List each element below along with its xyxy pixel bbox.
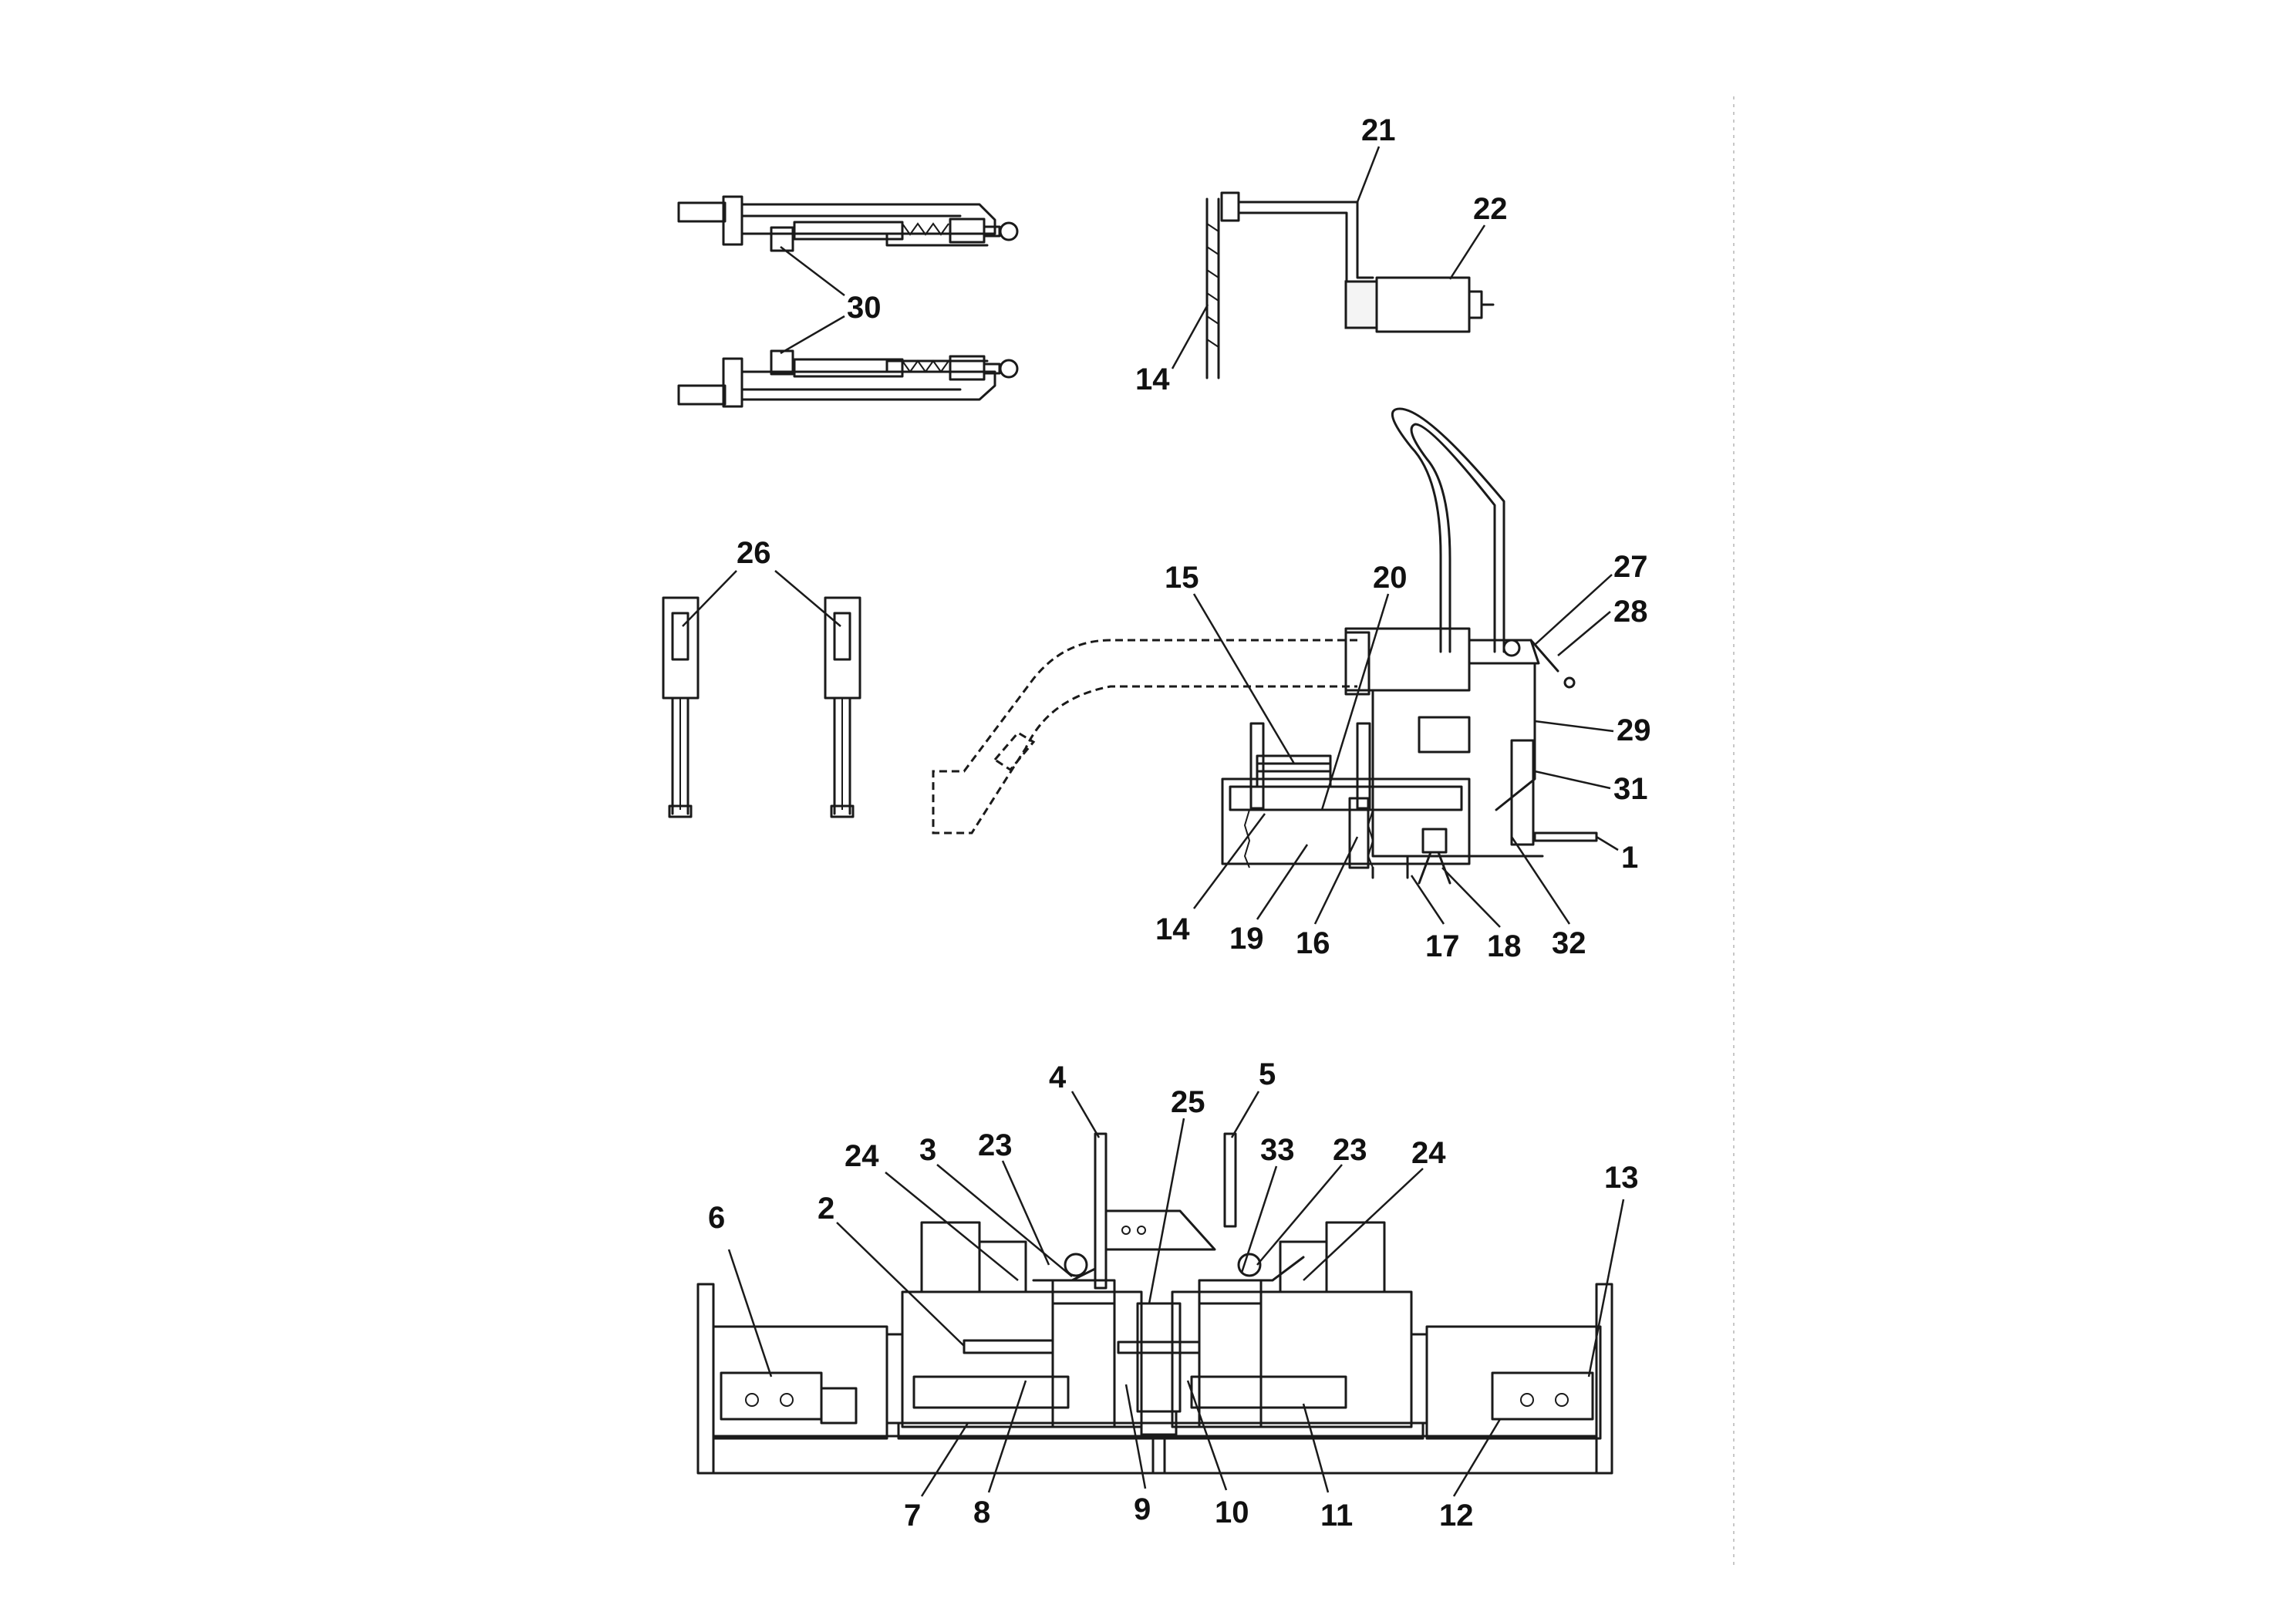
side-assembly: [932, 407, 1598, 885]
leader-6: [727, 1249, 773, 1378]
leader-24-left: [885, 1172, 1019, 1281]
callout-9: 9: [1134, 1492, 1151, 1526]
leader-23-left: [1001, 1160, 1050, 1266]
callout-33: 33: [1260, 1133, 1295, 1167]
leader-20: [1320, 593, 1390, 811]
callout-31: 31: [1613, 772, 1648, 806]
leader-18: [1441, 867, 1501, 928]
callout-15: 15: [1165, 561, 1199, 595]
leader-29: [1534, 720, 1614, 733]
callout-32: 32: [1552, 926, 1586, 960]
leader-11: [1302, 1403, 1330, 1493]
callout-14-mid: 14: [1155, 912, 1190, 946]
callout-5: 5: [1259, 1057, 1276, 1091]
arm-assembly-upper: [677, 195, 1019, 252]
leader-4: [1070, 1091, 1101, 1138]
leader-23-right: [1256, 1164, 1343, 1266]
main-machine: [696, 1132, 1613, 1475]
leader-22: [1448, 224, 1486, 280]
leader-28: [1557, 611, 1611, 656]
leader-10: [1186, 1380, 1228, 1491]
leader-16: [1313, 836, 1359, 925]
callout-20: 20: [1373, 561, 1408, 595]
callout-13: 13: [1604, 1161, 1639, 1195]
callout-14-top: 14: [1135, 363, 1170, 396]
callout-8: 8: [973, 1496, 990, 1529]
leader-24-right: [1303, 1168, 1424, 1281]
callout-21: 21: [1361, 113, 1396, 147]
leader-14-top: [1171, 304, 1209, 369]
callout-3: 3: [919, 1133, 936, 1167]
leader-30: [780, 246, 845, 296]
callout-26: 26: [737, 536, 771, 570]
leader-21: [1356, 146, 1381, 203]
leader-1: [1596, 835, 1619, 851]
callout-11: 11: [1320, 1499, 1353, 1533]
callout-19: 19: [1229, 922, 1264, 956]
callout-23-right: 23: [1333, 1133, 1367, 1167]
callout-2: 2: [818, 1192, 834, 1226]
callout-7: 7: [904, 1499, 921, 1533]
leader-7: [920, 1422, 969, 1497]
leader-9: [1124, 1384, 1147, 1489]
leader-15: [1192, 593, 1296, 764]
leader-32: [1510, 836, 1571, 925]
callout-6: 6: [708, 1201, 725, 1235]
leader-13: [1587, 1199, 1625, 1378]
leader-5: [1230, 1091, 1260, 1138]
leader-25: [1148, 1118, 1185, 1304]
leader-19: [1256, 844, 1309, 920]
leader-17: [1410, 875, 1445, 925]
callout-23-left: 23: [978, 1128, 1013, 1162]
callout-17: 17: [1425, 929, 1460, 963]
leader-26b: [774, 570, 841, 627]
leader-2: [836, 1222, 965, 1347]
callout-4: 4: [1049, 1061, 1067, 1094]
leader-14-mid: [1192, 813, 1266, 909]
leader-33: [1240, 1165, 1278, 1273]
callout-28: 28: [1613, 595, 1648, 629]
callout-29: 29: [1617, 713, 1651, 747]
callout-18: 18: [1487, 929, 1522, 963]
leader-26a: [682, 570, 737, 627]
callout-25: 25: [1171, 1085, 1205, 1119]
leader-3: [936, 1164, 1073, 1277]
callout-24-left: 24: [845, 1139, 879, 1173]
callout-10: 10: [1215, 1496, 1249, 1529]
arm-assembly-lower: [677, 349, 1019, 408]
callout-1: 1: [1621, 841, 1638, 875]
stand-left: [662, 596, 700, 818]
leader-12: [1452, 1418, 1502, 1497]
leader-27: [1534, 574, 1613, 646]
callout-12: 12: [1439, 1499, 1474, 1533]
leader-31: [1534, 770, 1611, 790]
bracket-cylinder-assembly: [1205, 191, 1495, 379]
callout-16: 16: [1296, 926, 1330, 960]
callout-24-right: 24: [1411, 1136, 1446, 1170]
callout-27: 27: [1613, 550, 1648, 584]
leader-8: [987, 1380, 1027, 1493]
callout-30: 30: [847, 291, 882, 325]
callout-22: 22: [1473, 192, 1508, 226]
stand-right: [824, 596, 861, 818]
